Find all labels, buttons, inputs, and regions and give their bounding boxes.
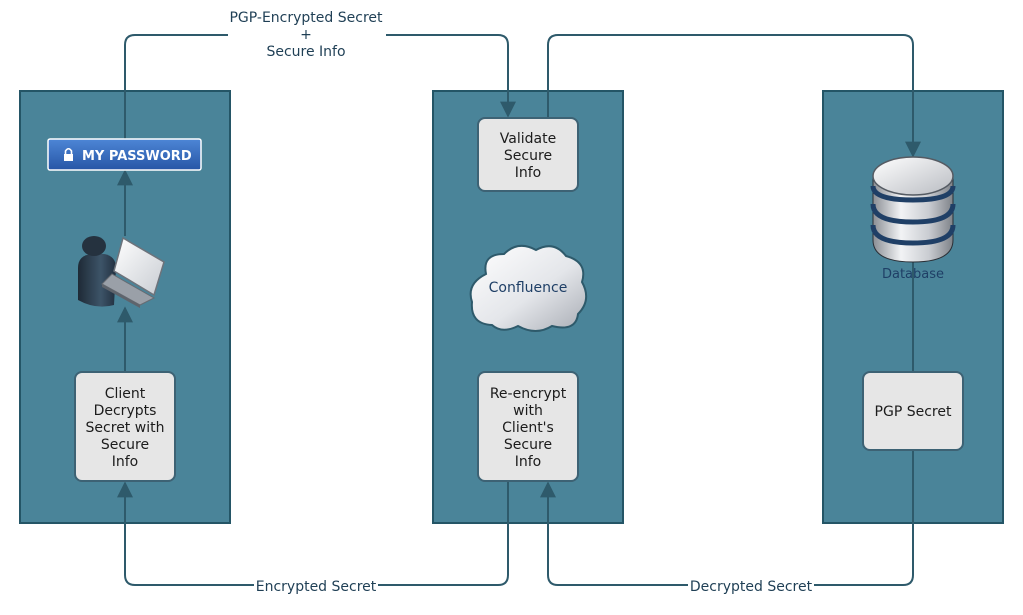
- client-decrypts-line5: Info: [112, 454, 139, 470]
- connector-top-left: [124, 34, 228, 139]
- client-decrypts-line3: Secret with: [86, 420, 165, 436]
- validate-secure-info-box: Validate Secure Info: [477, 117, 579, 192]
- encrypted-secret-label: Encrypted Secret: [256, 579, 377, 595]
- re-encrypt-line2: with: [513, 403, 543, 419]
- re-encrypt-line5: Info: [515, 454, 542, 470]
- my-password-button[interactable]: MY PASSWORD: [47, 138, 202, 171]
- re-encrypt-line4: Secure: [504, 437, 552, 453]
- re-encrypt-line1: Re-encrypt: [490, 386, 567, 402]
- confluence-label: Confluence: [489, 280, 568, 296]
- validate-line2: Secure: [504, 148, 552, 164]
- connector-validate-to-db: [547, 34, 921, 158]
- pgp-secret-box: PGP Secret: [862, 371, 964, 451]
- top-label-line2: +: [300, 27, 312, 43]
- confluence-cloud-icon: Confluence: [469, 244, 588, 332]
- pgp-secret-label: PGP Secret: [875, 404, 952, 420]
- database-label: Database: [882, 267, 944, 282]
- top-label-line3: Secure Info: [266, 44, 345, 60]
- validate-line3: Info: [515, 165, 542, 181]
- database-icon: Database: [870, 156, 956, 282]
- re-encrypt-box: Re-encrypt with Client's Secure Info: [477, 371, 579, 482]
- connector-bottom-left-b: [117, 481, 254, 586]
- top-label-line1: PGP-Encrypted Secret: [229, 10, 383, 26]
- connector-bottom-right-a: [814, 450, 914, 586]
- validate-line1: Validate: [500, 131, 556, 147]
- top-connector-label: PGP-Encrypted Secret + Secure Info: [229, 10, 383, 60]
- re-encrypt-line3: Client's: [502, 420, 554, 436]
- connector-bottom-left-a: [378, 480, 509, 586]
- lock-icon: [64, 147, 73, 161]
- connector-top-right: [386, 34, 516, 118]
- client-decrypts-line2: Decrypts: [94, 403, 157, 419]
- connector-bottom-right-b: [540, 481, 688, 586]
- decrypted-secret-label: Decrypted Secret: [690, 579, 813, 595]
- client-decrypts-box: Client Decrypts Secret with Secure Info: [74, 371, 176, 482]
- user-at-laptop-icon: [78, 236, 165, 308]
- my-password-label: MY PASSWORD: [82, 149, 192, 164]
- client-decrypts-line4: Secure: [101, 437, 149, 453]
- client-decrypts-line1: Client: [105, 386, 146, 402]
